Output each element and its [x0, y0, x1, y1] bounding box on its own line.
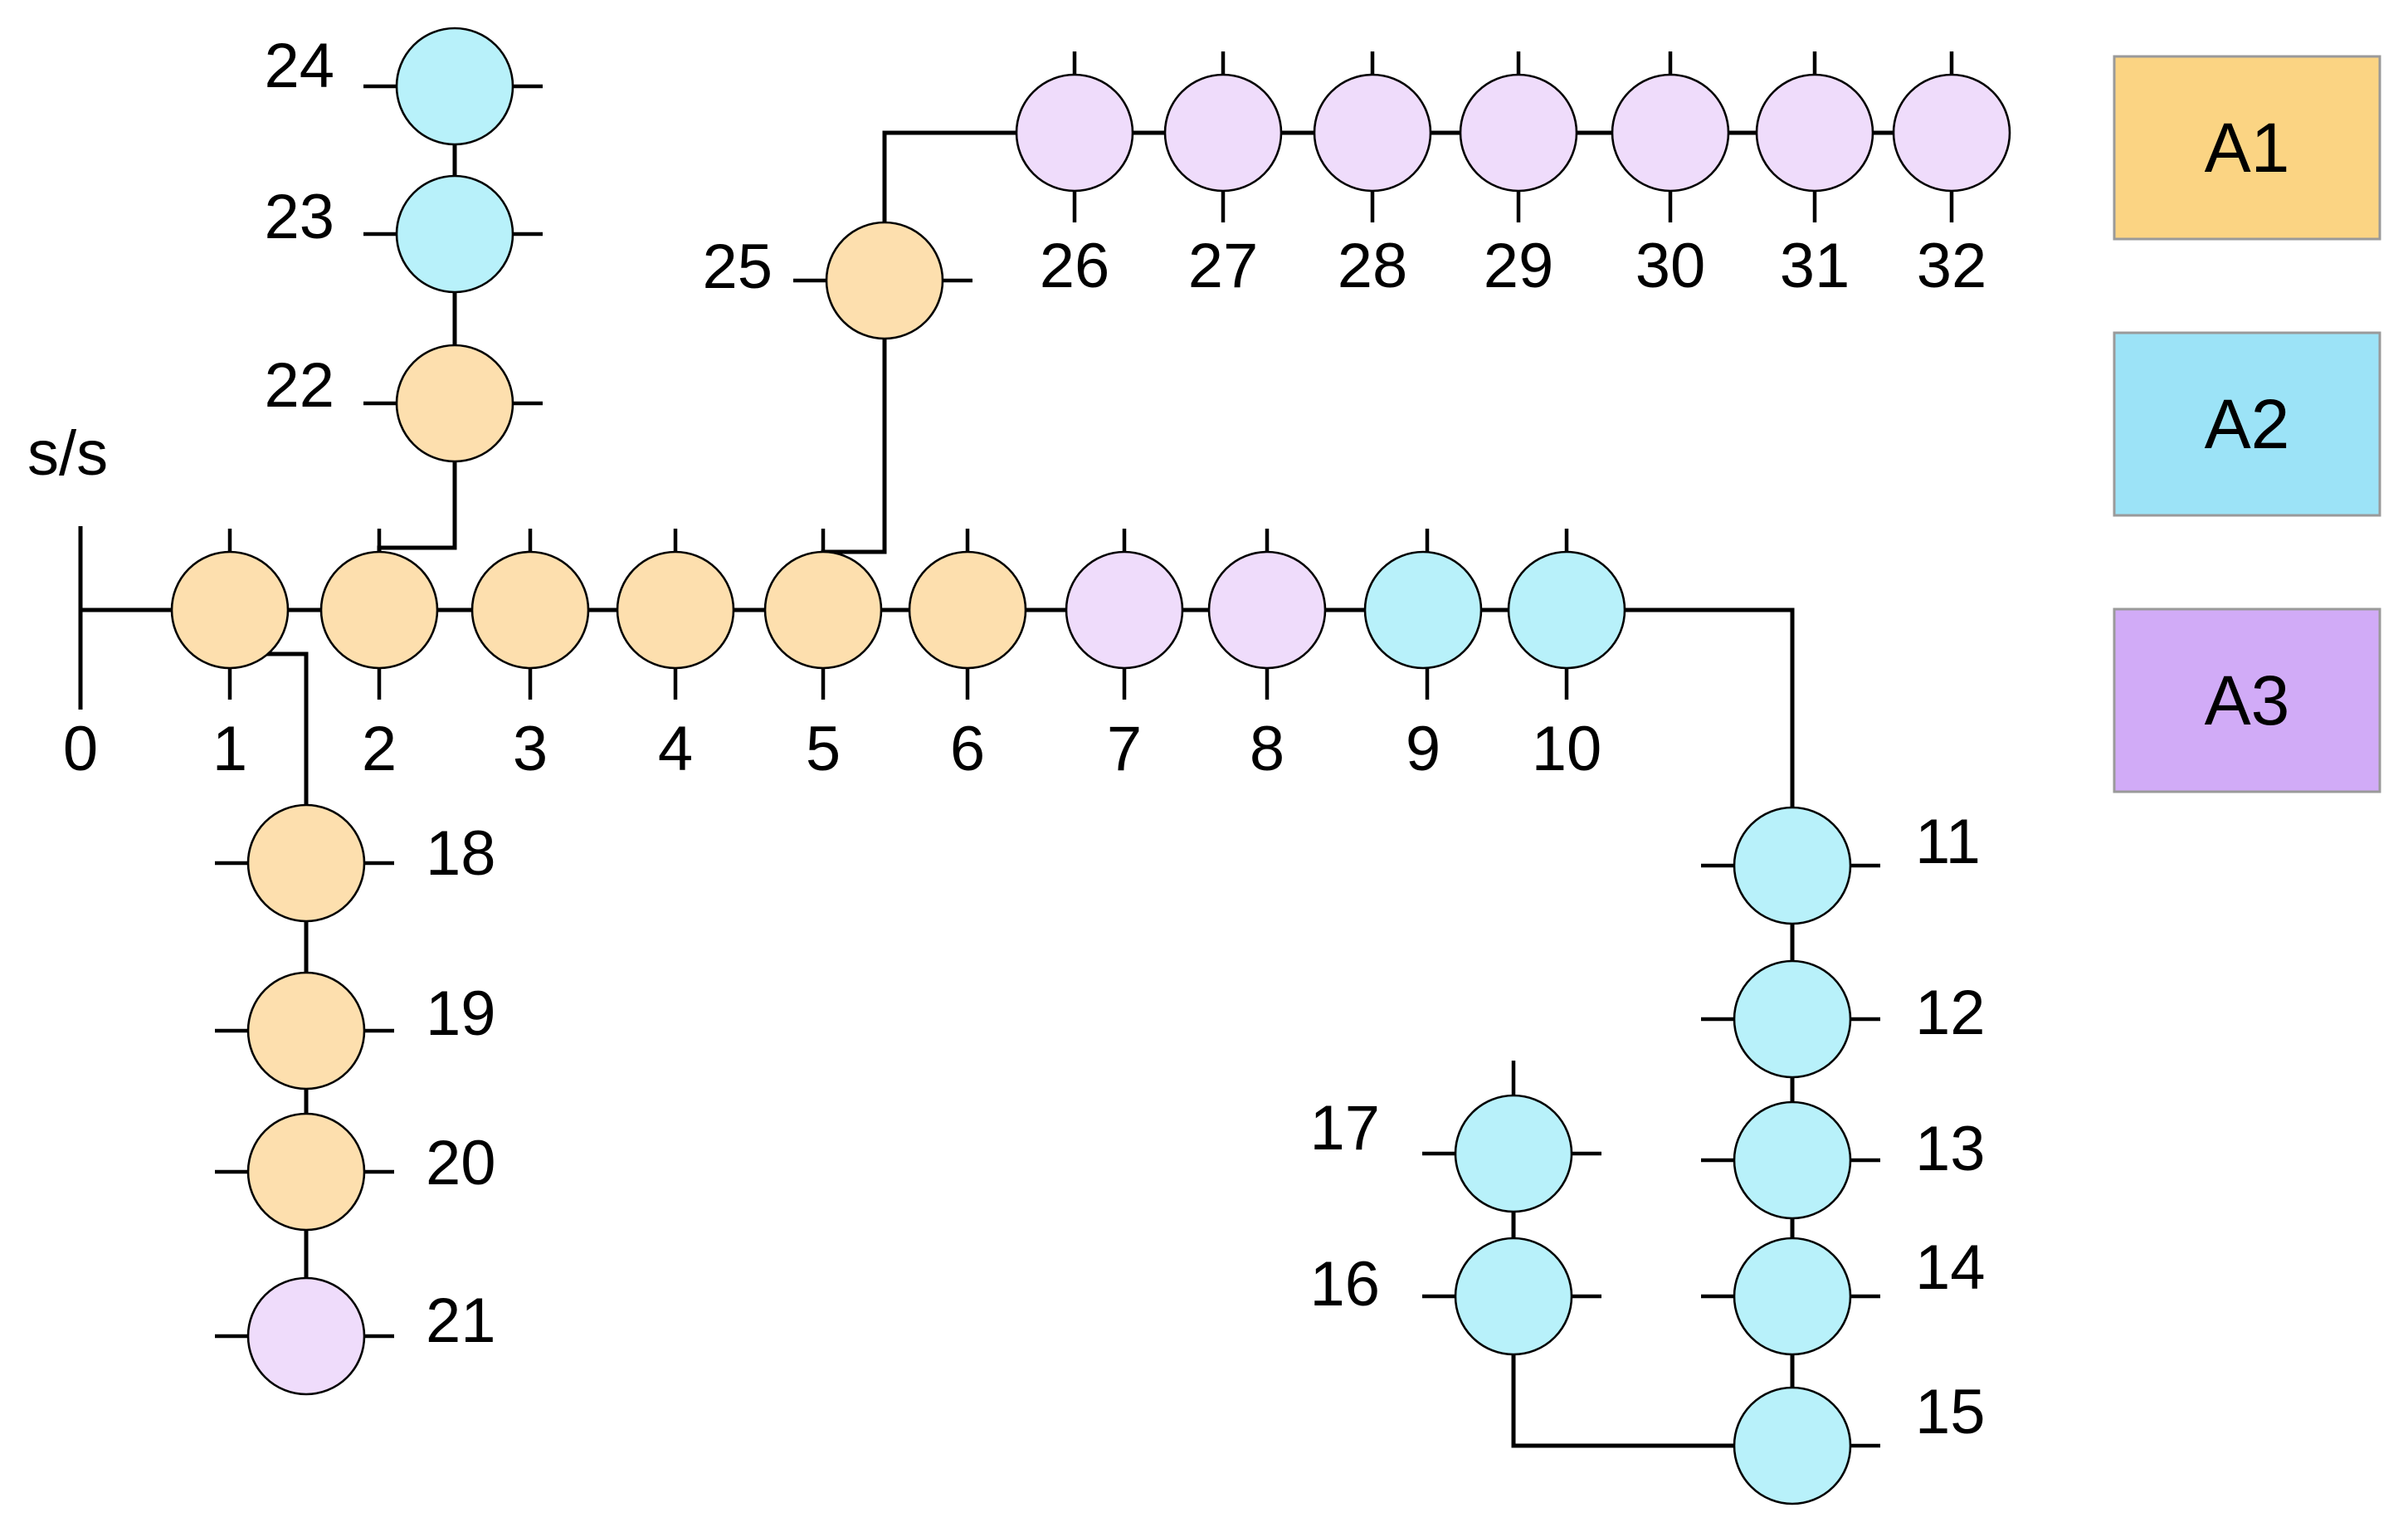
bus-node-28 [1313, 73, 1432, 193]
substation-label: s/s [27, 418, 108, 489]
bus-node-19 [246, 971, 366, 1090]
bus-label-22: 22 [264, 350, 334, 421]
bus-node-14 [1733, 1237, 1852, 1356]
bus-label-3: 3 [513, 714, 548, 784]
bus-node-5 [763, 550, 883, 670]
bus-label-17: 17 [1309, 1093, 1380, 1164]
bus-node-21 [246, 1276, 366, 1396]
bus-label-27: 27 [1188, 231, 1259, 301]
bus-node-8 [1207, 550, 1327, 670]
bus-label-5: 5 [806, 714, 841, 784]
bus-node-4 [616, 550, 735, 670]
bus-label-13: 13 [1915, 1114, 1986, 1184]
bus-label-12: 12 [1915, 978, 1986, 1048]
bus-node-26 [1015, 73, 1134, 193]
bus-label-8: 8 [1250, 714, 1284, 784]
bus-node-18 [246, 803, 366, 923]
bus-label-0: 0 [63, 714, 98, 784]
bus-label-26: 26 [1040, 231, 1110, 301]
bus-label-29: 29 [1484, 231, 1554, 301]
bus-label-6: 6 [950, 714, 985, 784]
bus-label-21: 21 [426, 1286, 496, 1356]
bus-node-16 [1454, 1237, 1573, 1356]
bus-node-9 [1363, 550, 1483, 670]
bus-nodes [170, 27, 2011, 1505]
legend-label-a2: A2 [2205, 385, 2290, 463]
bus-node-12 [1733, 959, 1852, 1079]
legend-label-a3: A3 [2205, 661, 2290, 739]
bus-label-19: 19 [426, 978, 496, 1049]
bus-node-31 [1755, 73, 1874, 193]
bus-label-31: 31 [1780, 231, 1850, 301]
bus-node-15 [1733, 1386, 1852, 1505]
bus-node-25 [825, 221, 944, 340]
bus-node-13 [1733, 1100, 1852, 1220]
bus-label-28: 28 [1338, 231, 1408, 301]
bus-label-15: 15 [1915, 1377, 1986, 1447]
bus-label-1: 1 [212, 714, 247, 784]
bus-node-24 [395, 27, 514, 146]
bus-label-32: 32 [1917, 231, 1987, 301]
bus-node-23 [395, 174, 514, 294]
bus-node-10 [1507, 550, 1626, 670]
bus-label-14: 14 [1915, 1232, 1986, 1303]
bus-node-3 [470, 550, 590, 670]
bus-label-11: 11 [1915, 807, 1981, 877]
bus-node-1 [170, 550, 290, 670]
bus-ticks [78, 51, 1954, 1448]
bus-label-25: 25 [702, 232, 773, 302]
bus-label-23: 23 [264, 182, 334, 252]
bus-label-16: 16 [1309, 1249, 1380, 1320]
bus-node-30 [1611, 73, 1730, 193]
bus-label-4: 4 [658, 714, 693, 784]
bus-label-10: 10 [1532, 714, 1602, 784]
bus-label-18: 18 [426, 818, 496, 889]
legend-label-a1: A1 [2205, 109, 2290, 187]
bus-label-30: 30 [1635, 231, 1706, 301]
bus-label-24: 24 [264, 31, 334, 101]
bus-label-7: 7 [1107, 714, 1142, 784]
legend-swatch-a2 [2113, 331, 2381, 517]
bus-node-22 [395, 344, 514, 463]
bus-node-7 [1065, 550, 1184, 670]
bus-node-27 [1163, 73, 1283, 193]
bus-label-20: 20 [426, 1128, 496, 1198]
bus-label-9: 9 [1406, 714, 1440, 784]
bus-node-6 [908, 550, 1027, 670]
bus-node-17 [1454, 1094, 1573, 1213]
bus-node-29 [1459, 73, 1578, 193]
bus-node-20 [246, 1112, 366, 1232]
bus-node-32 [1892, 73, 2011, 193]
legend-swatch-a3 [2113, 607, 2381, 793]
bus-node-11 [1733, 806, 1852, 925]
line-10-11 [1567, 607, 1795, 866]
bus-node-2 [319, 550, 439, 670]
legend-swatch-a1 [2113, 55, 2381, 241]
bus-label-2: 2 [362, 714, 397, 784]
